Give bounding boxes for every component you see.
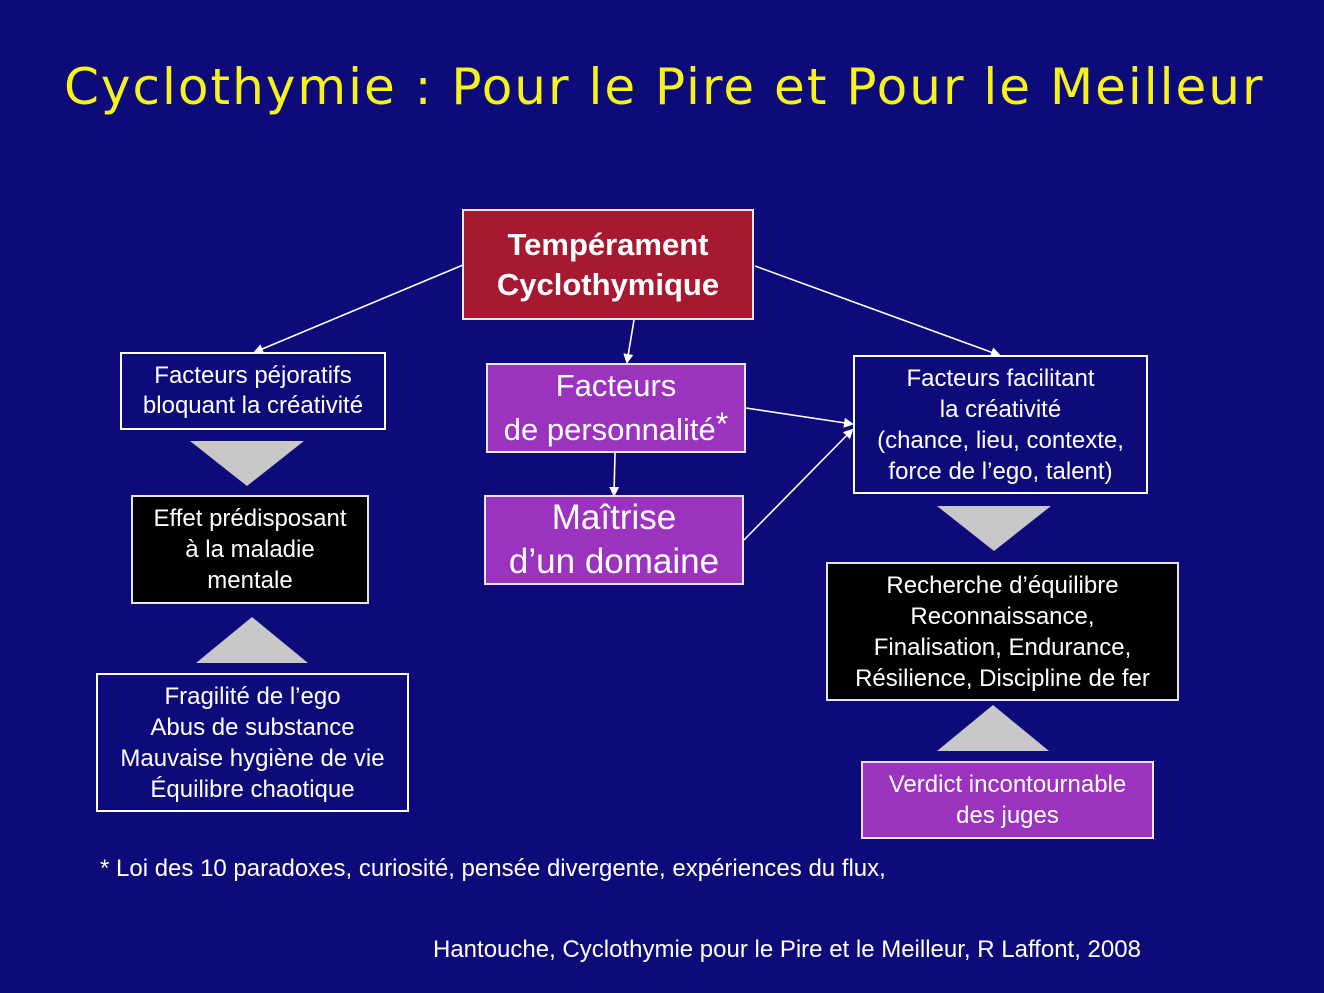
node-verdict-label: Verdict incontournable des juges (888, 771, 1127, 829)
node-facteurs-facilitant-label: Facteurs facilitant la créativité (chanc… (877, 364, 1124, 485)
node-verdict-juges: Verdict incontournable des juges (861, 761, 1154, 839)
node-facteurs-pejoratifs-label: Facteurs péjoratifs bloquant la créativi… (142, 362, 364, 419)
arrow-personnalite-to-facilitant (745, 407, 854, 428)
footnote-marker: * (715, 406, 729, 442)
triangle-up-right (937, 705, 1049, 751)
node-effet-predisposant: Effet prédisposant à la maladie mentale (131, 495, 369, 604)
node-temperament-cyclothymique: Tempérament Cyclothymique (462, 209, 754, 320)
node-facteurs-personnalite-text: Facteurs de personnalité* (504, 364, 728, 452)
triangle-up-left (196, 617, 308, 663)
node-recherche-equilibre: Recherche d’équilibre Reconnaissance, Fi… (826, 562, 1179, 701)
arrow-personnalite-to-maitrise (609, 452, 620, 497)
arrow-temperament-to-facilitant (754, 265, 1001, 357)
source-citation: Hantouche, Cyclothymie pour le Pire et l… (433, 936, 1141, 963)
footnote-text: * Loi des 10 paradoxes, curiosité, pensé… (100, 855, 886, 882)
node-facteurs-personnalite-label: Facteurs de personnalité (503, 368, 716, 447)
arrow-temperament-to-personnalite (623, 319, 635, 364)
node-recherche-label: Recherche d’équilibre Reconnaissance, Fi… (855, 571, 1150, 692)
arrow-maitrise-to-facilitant (743, 428, 854, 541)
triangle-down-right (937, 506, 1051, 551)
node-facteurs-personnalite: Facteurs de personnalité* (486, 363, 746, 453)
node-temperament-label: Tempérament Cyclothymique (496, 226, 720, 302)
node-maitrise-label: Maîtrise d’un domaine (508, 498, 720, 581)
node-facteurs-pejoratifs: Facteurs péjoratifs bloquant la créativi… (120, 352, 386, 430)
node-fragilite-label: Fragilité de l’ego Abus de substance Mau… (120, 682, 385, 803)
slide-title: Cyclothymie : Pour le Pire et Pour le Me… (64, 58, 1265, 116)
triangle-down-left (190, 441, 304, 486)
arrow-temperament-to-pejoratifs (253, 264, 464, 354)
node-fragilite-ego: Fragilité de l’ego Abus de substance Mau… (96, 673, 409, 812)
node-effet-predisposant-label: Effet prédisposant à la maladie mentale (153, 505, 347, 594)
node-facteurs-facilitant: Facteurs facilitant la créativité (chanc… (853, 355, 1148, 494)
node-maitrise-domaine: Maîtrise d’un domaine (484, 495, 744, 585)
